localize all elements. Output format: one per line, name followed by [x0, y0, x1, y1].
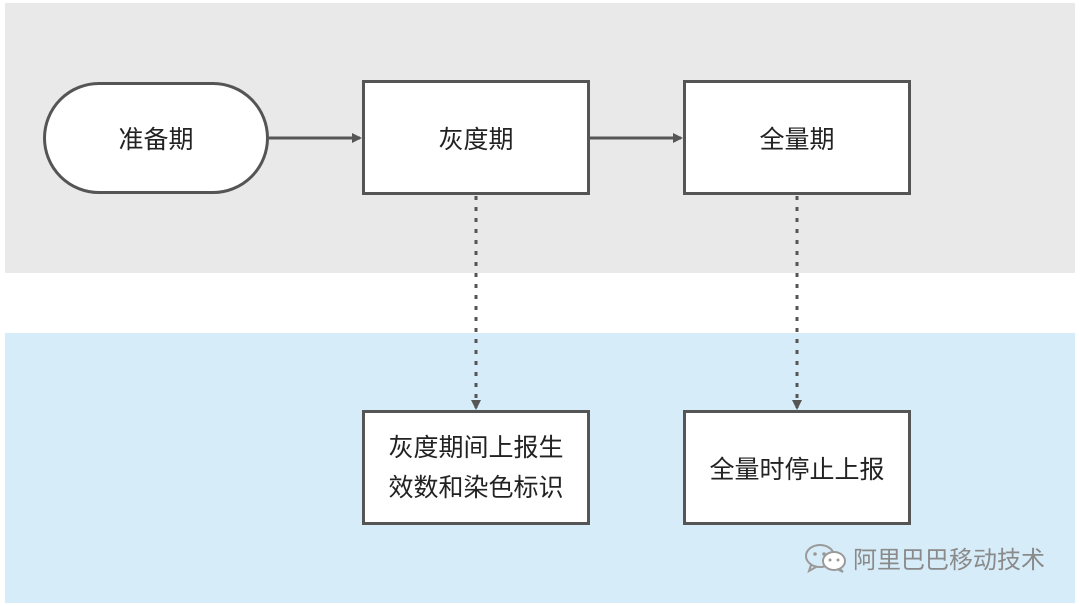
watermark: 阿里巴巴移动技术: [803, 540, 1045, 575]
full-release-node: 全量期: [683, 80, 911, 195]
preparation-phase-label: 准备期: [118, 125, 194, 154]
full-report-label: 全量时停止上报: [709, 454, 885, 484]
gray-report-node: 灰度期间上报生效数和染色标识: [362, 410, 590, 525]
full-release-label: 全量期: [759, 124, 835, 154]
full-report-node: 全量时停止上报: [683, 410, 911, 525]
wechat-icon: [805, 543, 846, 573]
preparation-phase-node: 准备期: [43, 82, 269, 194]
gray-report-label: 灰度期间上报生效数和染色标识: [388, 432, 564, 502]
watermark-text: 阿里巴巴移动技术: [853, 546, 1045, 574]
gray-release-node: 灰度期: [362, 80, 590, 195]
gray-release-label: 灰度期: [438, 124, 514, 154]
